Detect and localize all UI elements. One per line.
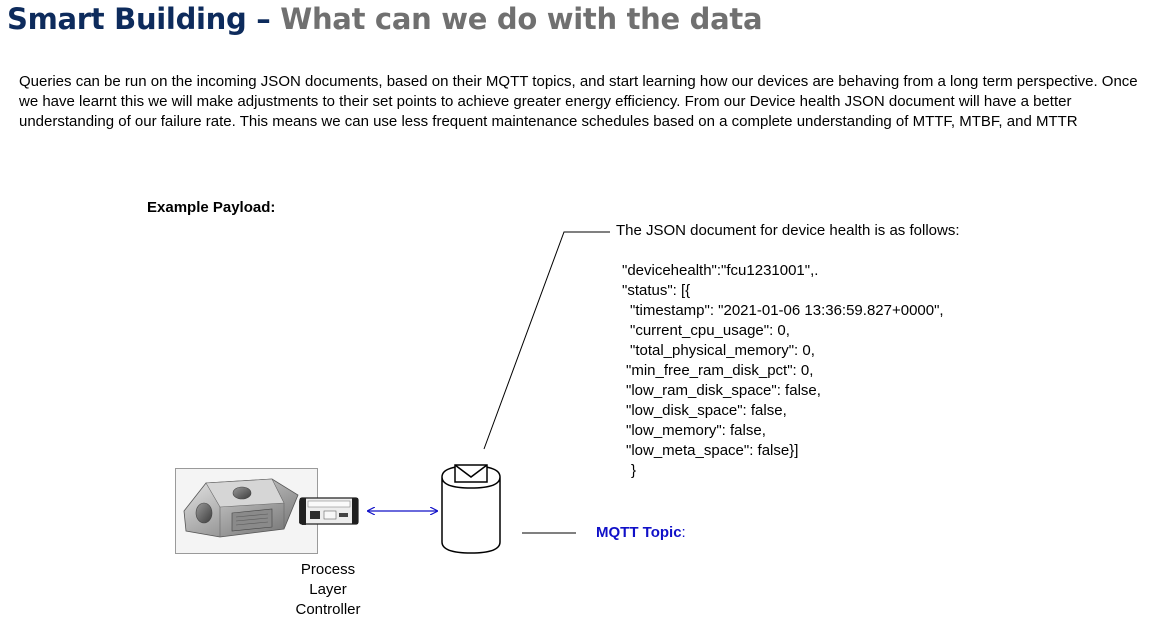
- callout-line: [483, 231, 610, 450]
- json-line: "total_physical_memory": 0,: [630, 342, 815, 359]
- json-line: "status": [{: [622, 282, 691, 299]
- json-line: "current_cpu_usage": 0,: [630, 322, 790, 339]
- json-line: "low_meta_space": false}]: [626, 442, 799, 459]
- json-line: "low_ram_disk_space": false,: [626, 382, 821, 399]
- json-line: "min_free_ram_disk_pct": 0,: [626, 362, 814, 379]
- mqtt-broker-icon: [441, 464, 501, 554]
- controller-label-line: Controller: [295, 601, 361, 618]
- json-line: }: [631, 462, 637, 479]
- controller-label-line: Layer: [309, 581, 347, 598]
- example-payload-label: Example Payload:: [147, 199, 276, 216]
- intro-paragraph: Queries can be run on the incoming JSON …: [19, 73, 1138, 130]
- controller-label-line: Process: [300, 561, 356, 578]
- mqtt-topic-label: MQTT Topic: [596, 524, 682, 541]
- fan-coil-unit-image: [176, 469, 317, 553]
- json-line: "low_memory": false,: [626, 422, 766, 439]
- json-intro-text: The JSON document for device health is a…: [616, 222, 960, 239]
- json-line: "timestamp": "2021-01-06 13:36:59.827+00…: [630, 302, 944, 319]
- controller-label: Process Layer Controller: [268, 560, 388, 620]
- mqtt-topic: MQTT Topic:: [596, 524, 686, 541]
- controller-device-icon: [299, 497, 359, 525]
- title-secondary: What can we do with the data: [280, 2, 763, 36]
- json-line: "devicehealth":"fcu1231001",.: [622, 262, 819, 279]
- page-title: Smart Building – What can we do with the…: [7, 2, 763, 36]
- device-photo: [175, 468, 318, 554]
- mqtt-topic-colon: :: [681, 524, 686, 541]
- json-line: "low_disk_space": false,: [626, 402, 787, 419]
- title-primary: Smart Building –: [7, 2, 281, 36]
